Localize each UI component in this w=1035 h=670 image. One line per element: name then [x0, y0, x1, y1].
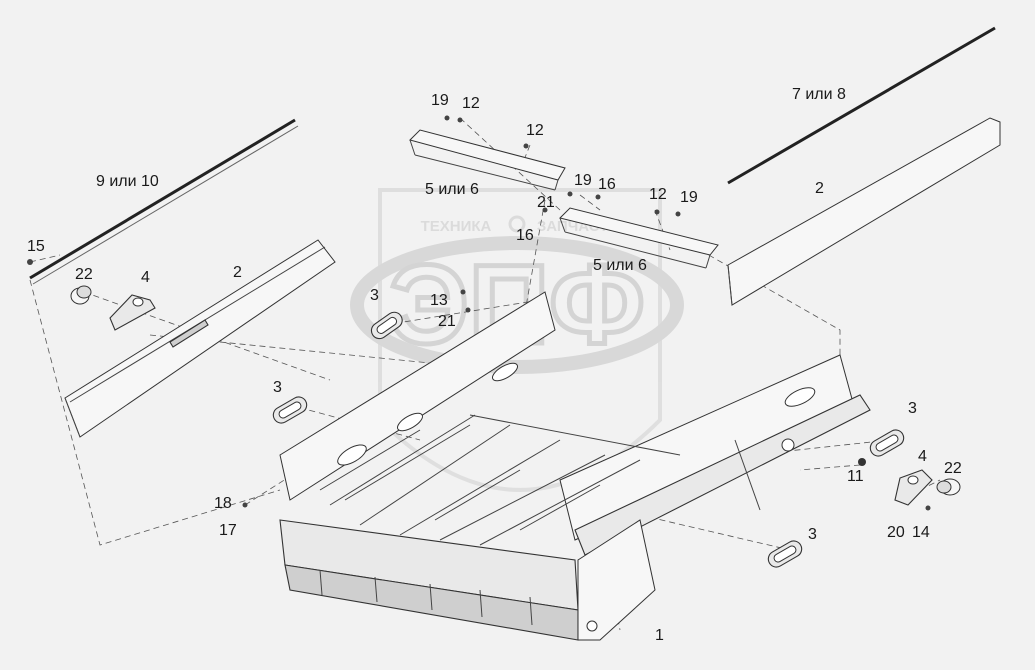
callout-5-6-mid: 5 или 6: [593, 257, 647, 274]
callout-3-left: 3: [273, 379, 282, 396]
callout-9-10: 9 или 10: [96, 173, 159, 190]
part-22-right-bushing: [936, 478, 961, 496]
callout-2-left: 2: [233, 264, 242, 281]
callout-11: 11: [847, 468, 864, 485]
callout-7-8: 7 или 8: [792, 86, 846, 103]
part-9-10-rod: [29, 118, 299, 285]
watermark-shield: [378, 188, 662, 492]
part-5-6-top-plate: [409, 129, 566, 191]
callout-5-6-top: 5 или 6: [425, 181, 479, 198]
watermark-gear-icon: [508, 215, 526, 233]
callout-3-bottom: 3: [808, 526, 817, 543]
part-2-left-panel: [64, 239, 336, 438]
part-4-left-bracket: [109, 294, 156, 331]
callout-3-right: 3: [908, 400, 917, 417]
callout-21-a: 21: [537, 194, 555, 211]
watermark-text-left: ТЕХНИКА: [421, 218, 492, 235]
callout-15: 15: [27, 238, 45, 255]
callout-19-b: 19: [574, 172, 592, 189]
part-1-main-frame: [279, 291, 871, 641]
callout-1: 1: [655, 627, 664, 644]
part-15-bolt: [27, 259, 33, 265]
fasteners: [242, 115, 931, 511]
callout-12-a: 12: [462, 95, 480, 112]
callout-16-b: 16: [516, 227, 534, 244]
callout-22-left: 22: [75, 266, 93, 283]
part-7-8-rod: [727, 26, 996, 185]
callout-17: 17: [219, 522, 237, 539]
callout-14: 14: [912, 524, 930, 541]
part-3-oval-covers: [272, 311, 905, 568]
callout-4-right: 4: [918, 448, 927, 465]
callout-22-right: 22: [944, 460, 962, 477]
part-11-nut: [858, 458, 866, 466]
callout-3-top: 3: [370, 287, 379, 304]
part-5-6-mid-plate: [559, 207, 719, 269]
callout-16-a: 16: [598, 176, 616, 193]
callout-18: 18: [214, 495, 232, 512]
callout-2-right: 2: [815, 180, 824, 197]
callout-12-b: 12: [526, 122, 544, 139]
callout-19-c: 19: [680, 189, 698, 206]
callout-19-a: 19: [431, 92, 449, 109]
part-2-right-panel: [727, 117, 1001, 306]
callout-13: 13: [430, 292, 448, 309]
part-4-right-bracket: [894, 469, 933, 506]
callout-20: 20: [887, 524, 905, 541]
callout-labels: 1 2 2 3 3 3 3 4 4 5 или 6 5 или 6 7 или …: [27, 86, 962, 644]
callout-12-c: 12: [649, 186, 667, 203]
part-22-left-bushing: [70, 285, 92, 305]
callout-4-left: 4: [141, 269, 150, 286]
callout-21-b: 21: [438, 313, 456, 330]
